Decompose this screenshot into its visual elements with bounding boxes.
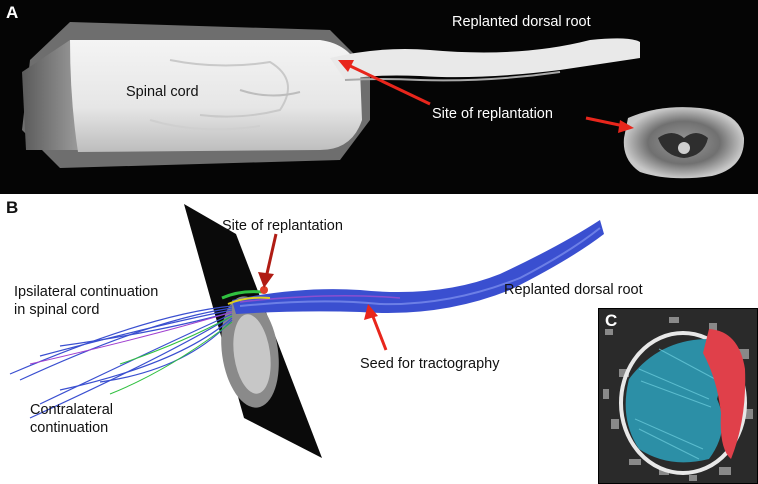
panel-c-overlay: C xyxy=(598,308,758,484)
panel-a-render: A Spinal cord Replanted dorsal root Site… xyxy=(0,0,758,194)
panel-a-image xyxy=(22,22,745,179)
label-seed-for-tractography: Seed for tractography xyxy=(360,356,500,372)
arrow-b-site xyxy=(264,233,278,279)
arrow-a-site-slice xyxy=(585,116,625,128)
spinal-cord-body xyxy=(70,40,362,152)
panel-c-image xyxy=(599,309,757,483)
label-contralateral-1: Contralateral xyxy=(30,402,114,418)
arrow-a-site-cord xyxy=(345,62,431,106)
label-contralateral-2: continuation xyxy=(30,420,109,436)
label-ipsilateral-1: Ipsilateral continuation xyxy=(14,284,159,300)
arrow-b-seed xyxy=(370,313,388,351)
label-spinal-cord: Spinal cord xyxy=(126,84,199,100)
panel-c-letter: C xyxy=(605,311,618,330)
label-site-of-replantation-a: Site of replantation xyxy=(432,106,553,122)
label-replanted-dorsal-root-a: Replanted dorsal root xyxy=(452,14,591,30)
dorsal-root xyxy=(330,38,640,80)
spinal-cord-end-cap xyxy=(22,40,78,150)
label-replanted-dorsal-root-b: Replanted dorsal root xyxy=(504,282,643,298)
panel-b-image xyxy=(9,204,604,458)
fiber-fan xyxy=(9,305,233,419)
red-overlay xyxy=(703,329,746,459)
label-ipsilateral-2: in spinal cord xyxy=(14,302,100,318)
panel-a-letter: A xyxy=(6,3,19,22)
label-site-of-replantation-b: Site of replantation xyxy=(222,218,343,234)
panel-b-letter: B xyxy=(6,198,19,217)
main-tract xyxy=(232,220,604,314)
